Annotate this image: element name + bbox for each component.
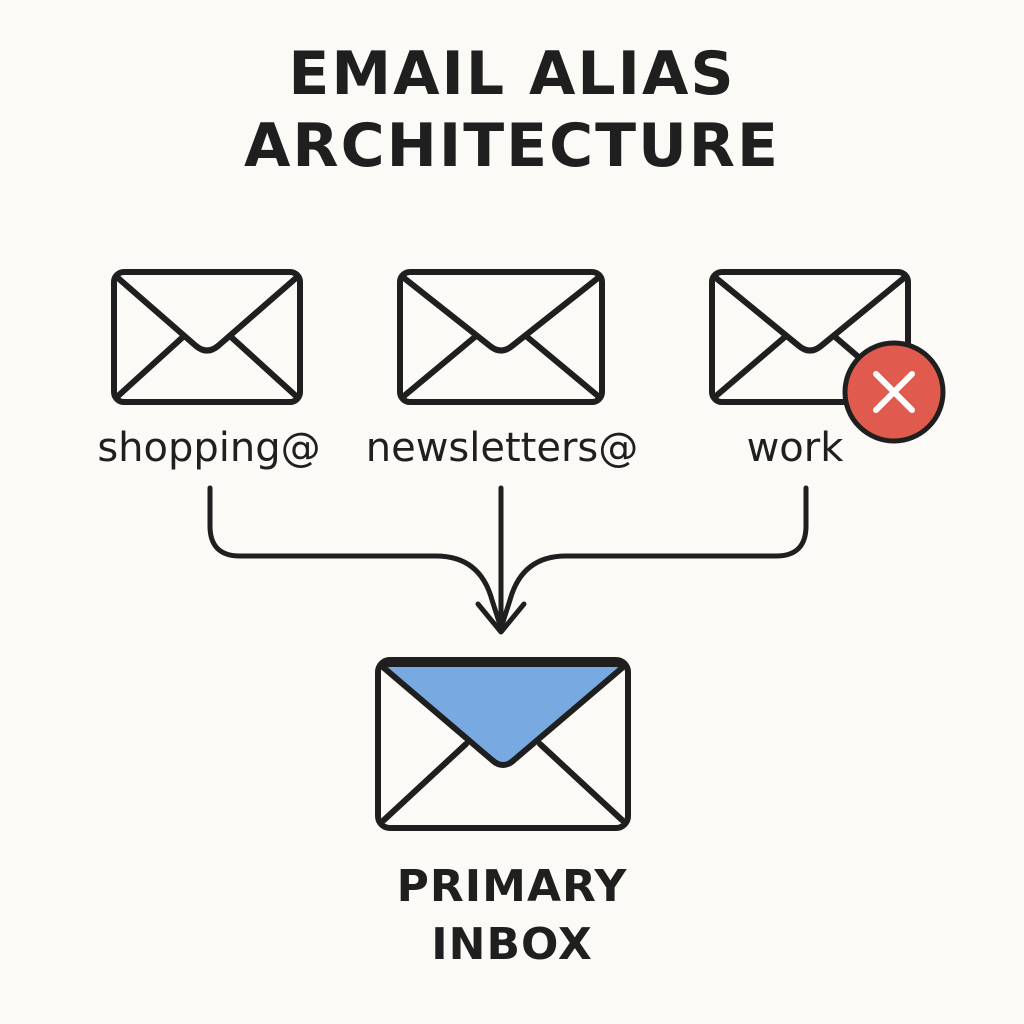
alias-connectors [207, 485, 809, 633]
primary-inbox-envelope-icon [375, 657, 631, 831]
connector-shopping [207, 485, 504, 631]
title-line-2: ARCHITECTURE [244, 111, 780, 181]
arrowhead-icon [475, 601, 527, 635]
alias-label-work: work [746, 425, 844, 471]
shopping-envelope-icon [111, 269, 303, 405]
inbox-label-line-1: PRIMARY [396, 861, 628, 912]
blocked-x-circle-icon [842, 340, 946, 444]
inbox-label-line-2: INBOX [431, 919, 593, 970]
newsletters-envelope-icon [397, 269, 605, 405]
title-line-1: EMAIL ALIAS [288, 39, 736, 109]
primary-inbox-label: PRIMARY INBOX [312, 858, 712, 974]
alias-label-newsletters: newsletters@ [365, 425, 639, 471]
diagram-title: EMAIL ALIAS ARCHITECTURE [0, 38, 1024, 182]
connector-work [498, 485, 809, 631]
alias-label-shopping: shopping@ [97, 425, 321, 471]
